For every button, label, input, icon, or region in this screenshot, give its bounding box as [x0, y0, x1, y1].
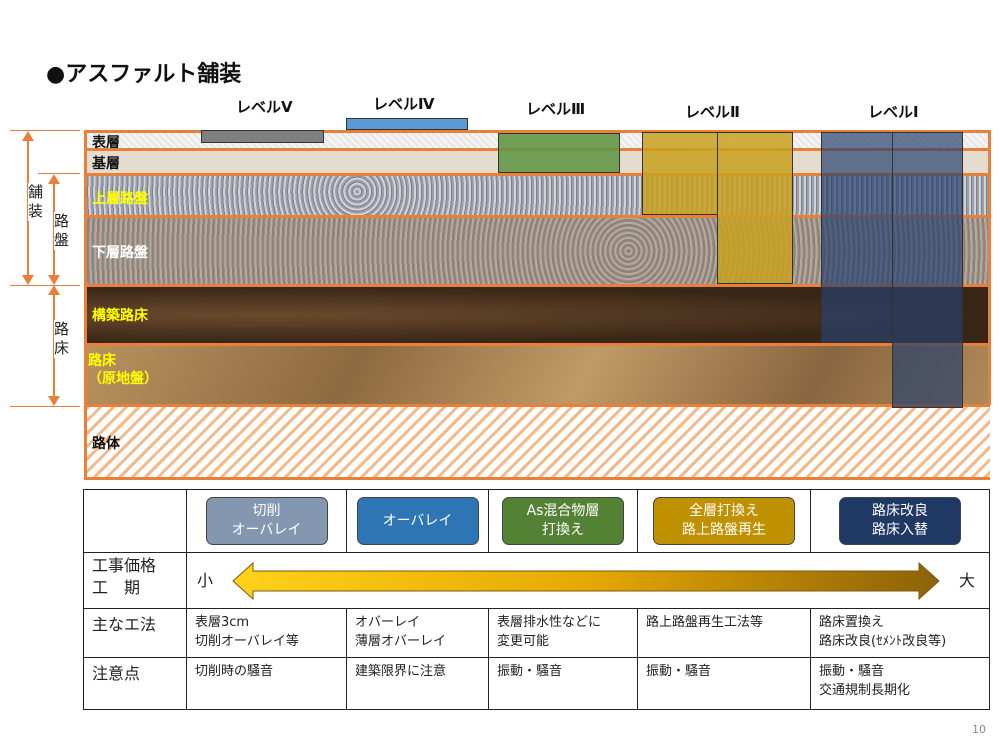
row-head-method: 主なエ法 [83, 608, 187, 658]
layer-label: 上層路盤 [92, 191, 148, 207]
level-2-overlay-a [642, 132, 718, 215]
subgrade-label: 路床 [54, 320, 72, 358]
method-badge-full-replace: 全層打換え 路上路盤再生 [653, 497, 795, 545]
slide-title: ●アスファルト舗装 [46, 62, 242, 87]
table-cell: 振動・騒音 [488, 657, 638, 710]
level-4-overlay [346, 118, 468, 130]
table-cell: 路上路盤再生工法等 [637, 608, 811, 658]
box-left-border [84, 130, 87, 480]
table-cell: 表層排水性などに 変更可能 [488, 608, 638, 658]
layer-subgrade: 路床 （原地盤） [86, 343, 990, 404]
corner-cell [83, 489, 187, 553]
comparison-table: 切削 オーバレイ オーバレイ As混合物層 打換え 全層打換え 路上路盤再生 路… [83, 489, 990, 710]
layer-embankment: 路体 [86, 404, 990, 480]
layer-label: 下層路盤 [92, 245, 148, 261]
level-2-label: レベルⅡ [685, 103, 740, 121]
row-head-cost: 工事価格 工 期 [83, 552, 187, 609]
level-1-overlay-a [821, 132, 893, 343]
bracket-line [10, 285, 80, 286]
cost-range-arrow [232, 561, 940, 601]
level-2-overlay-b [717, 132, 793, 284]
table-cell: 切削時の騒音 [186, 657, 347, 710]
row-head-caution: 注意点 [83, 657, 187, 710]
level-1-overlay-b [892, 132, 963, 408]
pavement-label: 舗装 [28, 183, 46, 221]
level-3-label: レベルⅢ [526, 100, 586, 118]
bracket-line [10, 406, 80, 407]
table-cell: 表層3cm 切削オーバレイ等 [186, 608, 347, 658]
table-cell: 建築限界に注意 [346, 657, 489, 710]
table-cell: 路床置換え 路床改良(ｾﾒﾝﾄ改良等) [810, 608, 990, 658]
box-right-border [988, 130, 991, 405]
small-label: 小 [197, 571, 214, 590]
bracket-line [10, 130, 80, 131]
method-badge-as-replace: As混合物層 打換え [502, 497, 624, 545]
bracket-line [38, 173, 80, 174]
layer-label: 構築路床 [92, 308, 148, 324]
level-3-overlay [498, 133, 620, 173]
level-4-label: レベルⅣ [373, 95, 435, 113]
table-cell: オバーレイ 薄層オバーレイ [346, 608, 489, 658]
table-cell: 振動・騒音 [637, 657, 811, 710]
layer-label: 基層 [92, 156, 120, 172]
page-number: 10 [972, 723, 986, 736]
level-5-overlay [201, 130, 324, 143]
layer-label: 表層 [92, 135, 120, 151]
large-label: 大 [958, 571, 975, 590]
level-5-label: レベルⅤ [236, 98, 293, 116]
method-badge-cut-overlay: 切削 オーバレイ [205, 497, 328, 545]
layer-label: 路体 [92, 436, 120, 452]
layer-label: 路床 （原地盤） [88, 353, 158, 387]
method-badge-overlay: オーバレイ [356, 497, 479, 545]
method-badge-subgrade: 路床改良 路床入替 [839, 497, 961, 545]
table-cell: 振動・騒音 交通規制長期化 [810, 657, 990, 710]
roadbed-label: 路盤 [54, 212, 72, 250]
level-1-label: レベルⅠ [868, 103, 919, 121]
